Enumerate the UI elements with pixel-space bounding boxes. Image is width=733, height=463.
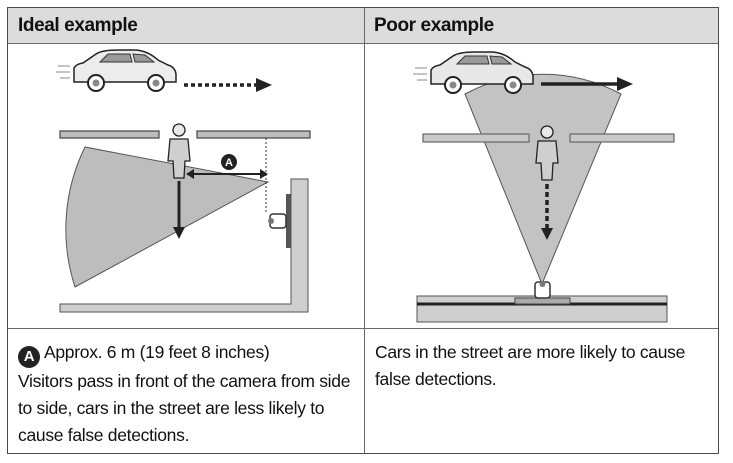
camera-mount-ideal: [286, 194, 291, 248]
ideal-description: Visitors pass in front of the camera fro…: [18, 371, 351, 445]
poor-description: Cars in the street are more likely to ca…: [375, 342, 686, 389]
camera-icon: [268, 213, 287, 229]
fence-right-ideal: [196, 130, 311, 139]
header-ideal-example: Ideal example: [18, 15, 138, 36]
car-path-arrow: [184, 78, 272, 92]
header-row: Ideal example Poor example: [8, 8, 718, 44]
car-icon: [56, 49, 177, 92]
distance-label: Approx. 6 m (19 feet 8 inches): [44, 342, 270, 362]
badge-a-icon: A: [18, 346, 40, 368]
column-divider: [364, 8, 365, 453]
car-path-arrow: [541, 77, 633, 91]
ideal-illustration: A: [56, 49, 311, 313]
car-icon: [413, 51, 534, 94]
header-poor-example: Poor example: [374, 15, 494, 36]
badge-a-icon: A: [221, 154, 237, 170]
person-icon: [535, 125, 559, 181]
fence-right-poor: [569, 133, 675, 143]
person-path-arrow: [173, 181, 185, 239]
comparison-table: Ideal example Poor example: [7, 7, 719, 454]
detection-zone-ideal: [65, 146, 270, 288]
poor-caption: Cars in the street are more likely to ca…: [375, 339, 705, 393]
camera-mount-poor: [514, 297, 571, 305]
wall-ideal: [59, 178, 309, 313]
person-icon: [167, 123, 191, 179]
poor-illustration: [413, 51, 675, 323]
camera-icon: [534, 281, 551, 299]
row-divider: [8, 328, 718, 329]
distance-arrow: [186, 169, 268, 179]
fence-left-ideal: [59, 130, 160, 139]
fence-left-poor: [422, 133, 530, 143]
svg-text:A: A: [225, 157, 233, 169]
person-path-arrow: [541, 184, 553, 240]
